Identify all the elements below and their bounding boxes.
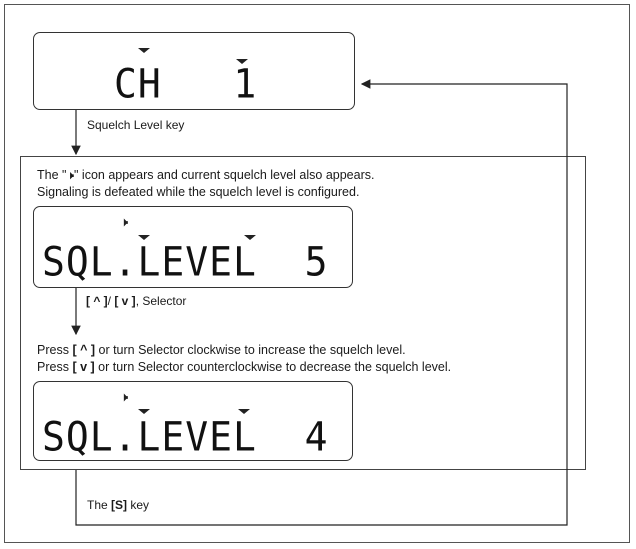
- display-marker: [238, 409, 250, 414]
- up-key: [ ^ ]: [72, 343, 96, 357]
- lcd-channel-display: CH 1: [33, 32, 355, 110]
- down-key: [ v ]: [114, 294, 136, 308]
- lcd-squelch-display-5: 🕨 SQL.LEVEL 5: [33, 206, 353, 288]
- up-down-selector-label: [ ^ ]/ [ v ], Selector: [86, 294, 187, 308]
- return-path-s-key: [75, 79, 568, 526]
- speaker-icon: 🕨: [120, 390, 129, 405]
- up-key: [ ^ ]: [86, 294, 108, 308]
- speaker-icon: 🕨: [66, 168, 75, 182]
- s-key-label: The [S] key: [87, 498, 150, 512]
- lcd-channel-text: CH 1: [114, 60, 258, 108]
- speaker-icon: 🕨: [120, 215, 129, 230]
- display-marker: [236, 59, 248, 64]
- intro-text-line-2: Signaling is defeated while the squelch …: [37, 185, 360, 199]
- diagram-frame: [4, 4, 630, 543]
- squelch-setting-panel: [20, 156, 586, 470]
- lcd-squelch-text-5: SQL.LEVEL 5: [42, 238, 329, 286]
- display-marker: [138, 235, 150, 240]
- lcd-squelch-display-4: 🕨 SQL.LEVEL 4: [33, 381, 353, 461]
- display-marker: [138, 48, 150, 53]
- press-up-instruction: Press [ ^ ] or turn Selector clockwise t…: [37, 343, 406, 357]
- display-marker: [138, 409, 150, 414]
- intro-text-line-1: The "🕨" icon appears and current squelch…: [37, 168, 375, 182]
- down-key: [ v ]: [72, 360, 95, 374]
- lcd-squelch-text-4: SQL.LEVEL 4: [42, 413, 329, 461]
- squelch-level-key-label: Squelch Level key: [87, 118, 185, 132]
- display-marker: [244, 235, 256, 240]
- press-down-instruction: Press [ v ] or turn Selector countercloc…: [37, 360, 452, 374]
- s-key: [S]: [111, 498, 128, 512]
